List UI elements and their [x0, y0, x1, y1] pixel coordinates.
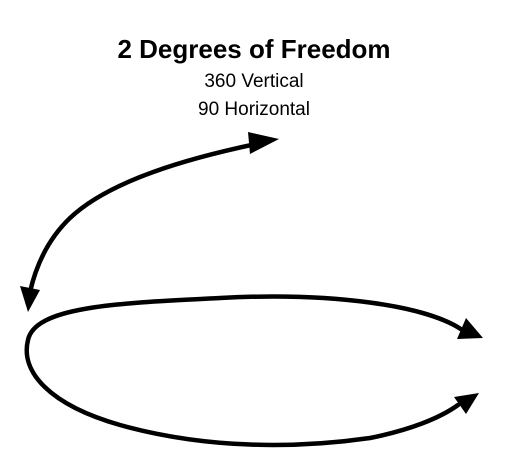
subtitle-vertical: 360 Vertical [204, 71, 304, 92]
diagram-title: 2 Degrees of Freedom [117, 34, 391, 64]
arrowhead-loop-upper [457, 318, 483, 339]
vertical-arc-curve [27, 141, 259, 295]
subtitle-horizontal: 90 Horizontal [198, 99, 310, 120]
horizontal-loop-curve [24, 294, 468, 448]
arrowhead-upper-left [20, 286, 40, 312]
arrowhead-upper-right [248, 132, 279, 154]
arrowhead-loop-lower [454, 393, 479, 414]
